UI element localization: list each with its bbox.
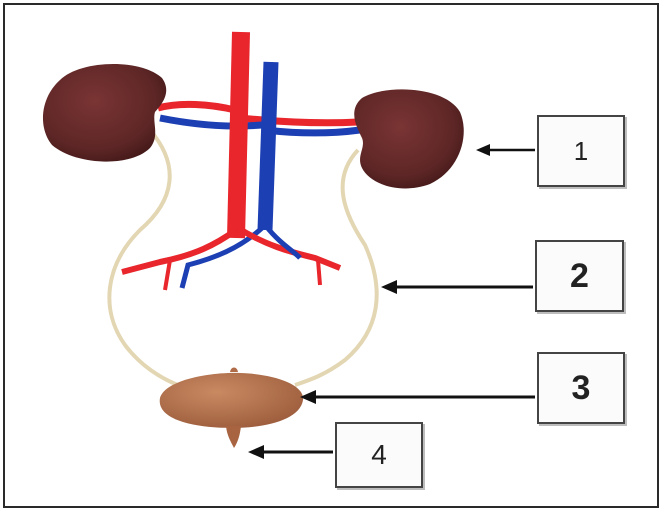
aorta [236,32,241,238]
label-3-text: 3 [572,369,591,408]
arrow-4 [248,445,333,459]
arrow-2 [381,280,533,294]
label-4-text: 4 [371,439,387,471]
right-iliac-artery-branch [318,260,320,285]
label-2-text: 2 [570,257,589,296]
label-box-1: 1 [537,115,625,187]
arrow-1 [476,144,535,156]
renal-vein-right [265,130,360,133]
bladder [160,373,303,428]
label-1-text: 1 [574,136,588,167]
label-box-3: 3 [537,352,625,424]
urethra [226,426,241,448]
left-iliac-artery-branch [165,260,170,290]
label-box-2: 2 [535,240,624,312]
left-kidney [43,64,166,162]
left-iliac-artery [122,230,236,272]
label-box-4: 4 [335,422,423,488]
vena-cava [265,62,271,230]
bladder-top-nub [230,368,238,373]
renal-artery-left [158,104,235,110]
right-kidney [354,89,464,188]
arrow-3 [300,390,535,404]
